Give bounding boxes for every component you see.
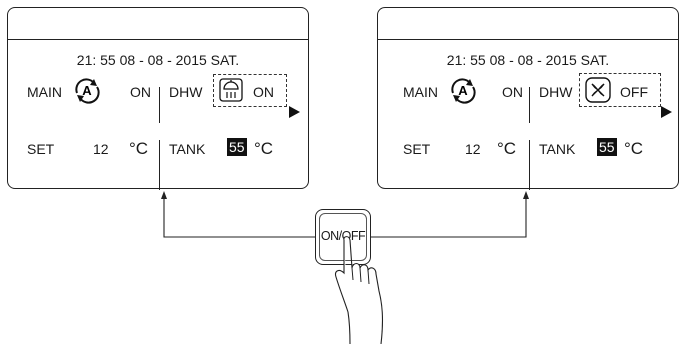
tank-unit: °C — [624, 139, 644, 158]
shower-icon — [219, 78, 243, 102]
dhw-highlight-box — [579, 73, 661, 107]
dhw-state: ON — [253, 84, 274, 100]
set-unit: °C — [129, 139, 149, 158]
vertical-divider-bottom — [529, 140, 530, 190]
datetime: 21: 55 08 - 08 - 2015 SAT. — [76, 52, 240, 68]
set-unit: °C — [497, 139, 517, 158]
vertical-divider-top — [529, 87, 530, 123]
tank-value: 55 — [597, 138, 617, 156]
tank-label: TANK — [169, 141, 206, 157]
tank-value: 55 — [227, 138, 247, 156]
dhw-highlight-box — [213, 74, 287, 107]
connector-to-left — [163, 198, 315, 238]
tank-label: TANK — [539, 141, 576, 157]
main-state: ON — [502, 84, 523, 100]
header-divider — [8, 39, 308, 40]
svg-text:A: A — [82, 83, 92, 98]
dhw-label: DHW — [169, 84, 203, 100]
on-off-button-face[interactable] — [319, 213, 367, 261]
dhw-state: OFF — [620, 84, 648, 100]
svg-text:A: A — [458, 83, 468, 98]
next-page-arrow[interactable] — [289, 106, 300, 118]
tank-unit: °C — [254, 139, 274, 158]
vertical-divider-top — [159, 87, 160, 123]
x-box-icon — [585, 77, 611, 103]
auto-mode-icon: A — [75, 78, 100, 104]
dhw-label: DHW — [539, 84, 573, 100]
connector-to-right — [371, 198, 527, 238]
next-page-arrow[interactable] — [661, 106, 672, 118]
set-label: SET — [27, 141, 55, 157]
controller-screen-after: 21: 55 08 - 08 - 2015 SAT. MAIN A ON DHW… — [377, 7, 679, 190]
main-label: MAIN — [27, 84, 62, 100]
main-state: ON — [130, 84, 151, 100]
datetime: 21: 55 08 - 08 - 2015 SAT. — [446, 52, 610, 68]
on-off-label: ON/OFF — [320, 229, 366, 243]
set-value: 12 — [465, 141, 481, 157]
auto-mode-icon: A — [451, 78, 476, 104]
vertical-divider-bottom — [159, 140, 160, 190]
arrowhead-left — [161, 191, 167, 199]
controller-screen-before: 21: 55 08 - 08 - 2015 SAT. MAIN A ON DHW… — [7, 7, 309, 190]
set-value: 12 — [93, 141, 109, 157]
on-off-button[interactable]: ON/OFF — [315, 209, 371, 265]
arrowhead-right — [523, 191, 529, 199]
header-divider — [378, 39, 678, 40]
set-label: SET — [403, 141, 431, 157]
main-label: MAIN — [403, 84, 438, 100]
